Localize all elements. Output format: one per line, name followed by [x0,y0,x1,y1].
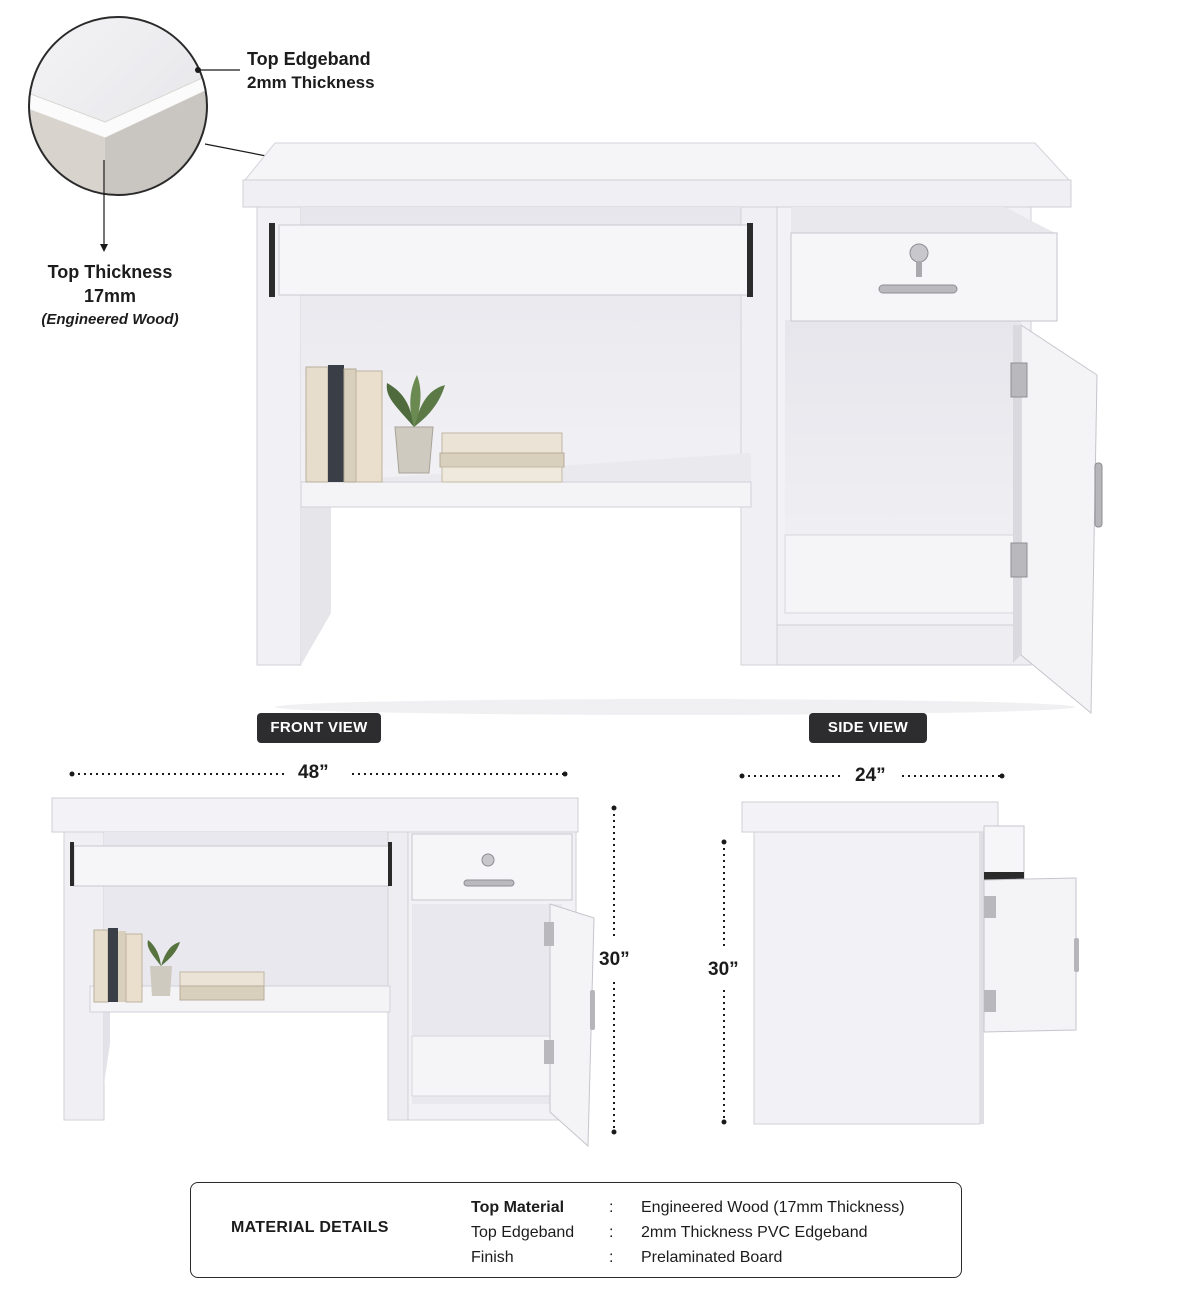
edgeband-callout: Top Edgeband 2mm Thickness [247,47,375,95]
dimension-line [69,771,1005,1135]
drawer-lock-icon [909,243,929,277]
material-row-sep: : [609,1249,614,1266]
side-view-illustration [741,801,1079,1125]
material-details-title: MATERIAL DETAILS [231,1219,389,1236]
material-row-key: Top Material [471,1199,565,1216]
material-row-sep: : [609,1224,614,1241]
material-row: Top Edgeband : 2mm Thickness PVC Edgeban… [471,1220,951,1245]
side-depth-label: 24” [855,765,886,786]
handle-icon [878,284,958,294]
material-row: Finish : Prelaminated Board [471,1245,951,1270]
thickness-title: Top Thickness [47,262,173,282]
front-view-illustration [51,797,595,1148]
edgeband-title: Top Edgeband [247,49,371,69]
material-row-key: Finish [471,1249,514,1266]
material-row: Top Material : Engineered Wood (17mm Thi… [471,1195,951,1220]
edge-detail-circle [28,16,208,196]
side-height-label: 30” [708,959,739,980]
desk-illustration [242,142,1103,715]
material-row-value: Engineered Wood (17mm Thickness) [641,1199,905,1216]
material-row-key: Top Edgeband [471,1224,575,1241]
front-width-label: 48” [298,762,329,783]
thickness-note: (Engineered Wood) [41,311,179,328]
material-row-value: 2mm Thickness PVC Edgeband [641,1224,868,1241]
material-row-value: Prelaminated Board [641,1249,783,1266]
front-view-label: FRONT VIEW [257,713,381,743]
edgeband-sub: 2mm Thickness [247,73,375,92]
hinge-icon [1010,362,1028,578]
side-view-label: SIDE VIEW [809,713,927,743]
plant-icon [386,375,445,474]
front-height-label: 30” [599,949,630,970]
thickness-value: 17mm [83,286,137,306]
material-row-sep: : [609,1199,614,1216]
thickness-callout: Top Thickness 17mm (Engineered Wood) [10,260,210,332]
book-icon [305,365,565,483]
material-details-box: MATERIAL DETAILS Top Material : Engineer… [190,1182,962,1278]
